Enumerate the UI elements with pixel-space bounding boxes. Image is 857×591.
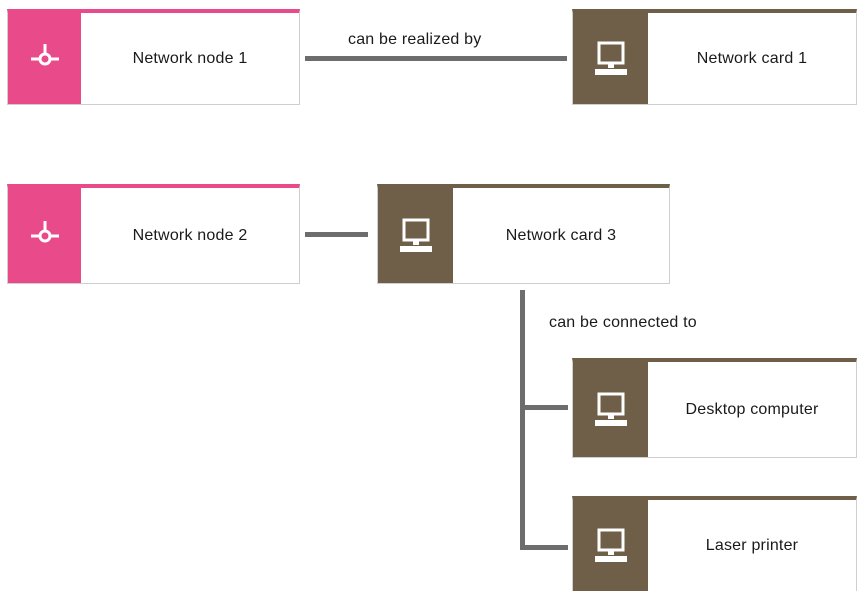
connector-node1-card1 [305,56,567,61]
network-card-3-icon-area [378,188,453,283]
network-node-icon [28,42,62,76]
network-card-3-box[interactable]: Network card 3 [377,184,670,284]
desktop-computer-icon-area [573,362,648,457]
network-card-1-label: Network card 1 [696,49,808,67]
connector-card3-trunk [520,290,525,550]
computer-icon [399,218,433,254]
computer-icon [594,41,628,77]
network-node-1-icon-area [8,13,81,104]
laser-printer-box[interactable]: Laser printer [572,496,857,591]
network-node-2-box[interactable]: Network node 2 [7,184,300,284]
network-node-1-box[interactable]: Network node 1 [7,9,300,105]
network-node-icon [28,219,62,253]
connector-card3-desktop [520,405,568,410]
connector-label-connected-to: can be connected to [549,314,697,331]
desktop-computer-label: Desktop computer [685,400,819,418]
network-node-1-label: Network node 1 [132,49,248,67]
laser-printer-label: Laser printer [705,536,799,554]
connector-card3-printer [520,545,568,550]
network-card-1-icon-area [573,13,648,104]
laser-printer-icon-area [573,500,648,591]
desktop-computer-box[interactable]: Desktop computer [572,358,857,458]
connector-label-realized-by: can be realized by [348,31,482,48]
computer-icon [594,392,628,428]
network-node-2-icon-area [8,188,81,283]
computer-icon [594,528,628,564]
network-card-1-box[interactable]: Network card 1 [572,9,857,105]
network-card-3-label: Network card 3 [505,226,617,244]
connector-node2-card3 [305,232,368,237]
network-node-2-label: Network node 2 [132,226,248,244]
